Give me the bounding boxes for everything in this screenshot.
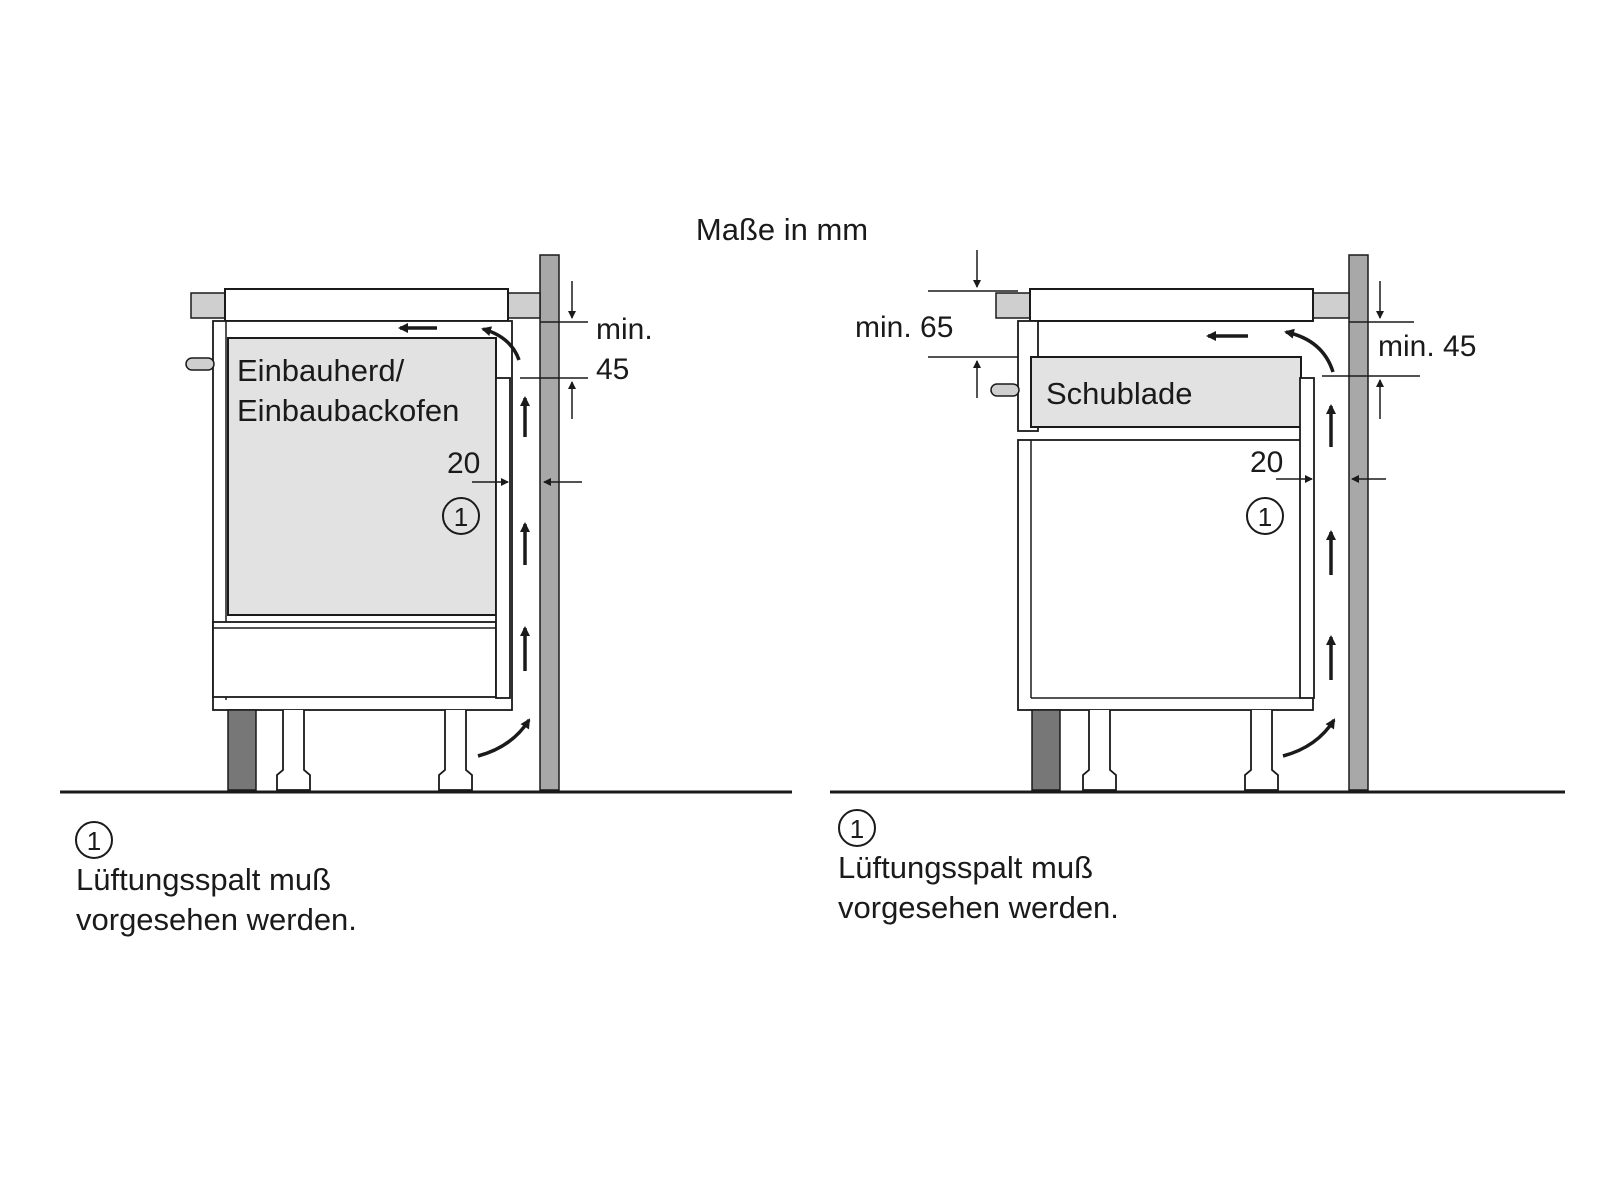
dimension-min65-label: min. 65: [855, 311, 953, 344]
leg-left: [276, 710, 311, 791]
footnote-right-line2: vorgesehen werden.: [838, 890, 1119, 925]
airflow-arrow-top: [1284, 328, 1335, 373]
drawer-label: Schublade: [1046, 376, 1193, 411]
marker-circle-1: [1246, 497, 1284, 535]
marker-number: 1: [1258, 502, 1272, 532]
leg-right: [1244, 710, 1279, 791]
plinth: [1031, 709, 1061, 791]
gap-20-label: 20: [1250, 446, 1283, 479]
cabinet-side-panel: [1299, 377, 1315, 699]
dimension-min45-label: min. 45: [1378, 330, 1476, 363]
oven-label-line1: Einbauherd/: [237, 353, 405, 388]
cooktop: [224, 288, 509, 322]
drawer-below-oven: [212, 621, 497, 698]
oven-label-line2: Einbaubackofen: [237, 393, 459, 428]
dimension-45-label: 45: [596, 353, 629, 386]
footnote-marker-right: [838, 809, 876, 847]
footnote-right-line1: Lüftungsspalt muß: [838, 850, 1094, 885]
leg-left: [1082, 710, 1117, 791]
side-wall: [1348, 254, 1369, 791]
footnote-left-line2: vorgesehen werden.: [76, 902, 357, 937]
airflow-arrow-inlet: [1282, 718, 1336, 758]
right-diagram: Schublade min. 45 min. 65 20: [830, 250, 1565, 794]
footnote-marker-left-number: 1: [87, 826, 101, 856]
airflow-arrow-top: [481, 326, 521, 361]
marker-number: 1: [454, 502, 468, 532]
side-wall: [539, 254, 560, 791]
marker-circle-1: [442, 497, 480, 535]
footnote-left: Lüftungsspalt muß vorgesehen werden.: [76, 860, 357, 940]
plinth: [227, 709, 257, 791]
footnote-marker-right-number: 1: [850, 814, 864, 844]
dimension-min-label: min.: [596, 313, 653, 346]
left-diagram: Einbauherd/ Einbaubackofen min. 45 20: [60, 254, 792, 794]
leg-right: [438, 710, 473, 791]
oven-front: [227, 337, 497, 616]
gap-20-label: 20: [447, 447, 480, 480]
footnote-marker-left: [75, 821, 113, 859]
cabinet-side-panel: [495, 377, 511, 699]
cooktop: [1029, 288, 1314, 322]
airflow-arrow-inlet: [477, 718, 531, 758]
diagram-title: Maße in mm: [696, 212, 868, 247]
drawer-handle: [990, 383, 1020, 397]
lower-cabinet: [1017, 439, 1314, 711]
footnote-left-line1: Lüftungsspalt muß: [76, 862, 332, 897]
oven-handle: [185, 357, 215, 371]
footnote-right: Lüftungsspalt muß vorgesehen werden.: [838, 848, 1119, 928]
drawer: [1030, 356, 1302, 428]
